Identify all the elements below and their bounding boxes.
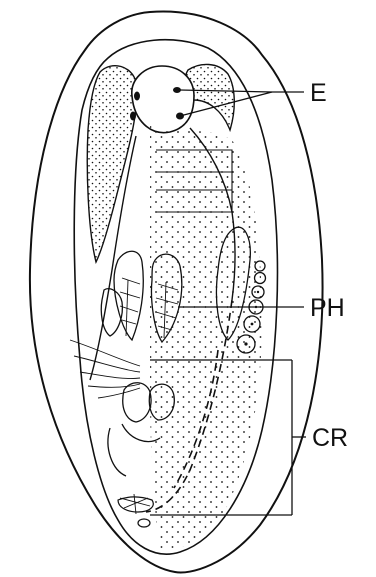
label-pharynx: PH <box>310 294 345 322</box>
label-copulatory-region: CR <box>312 424 348 452</box>
head-region <box>132 66 194 133</box>
left-stippled-lobe <box>87 66 137 262</box>
label-eyes: E <box>310 79 327 107</box>
